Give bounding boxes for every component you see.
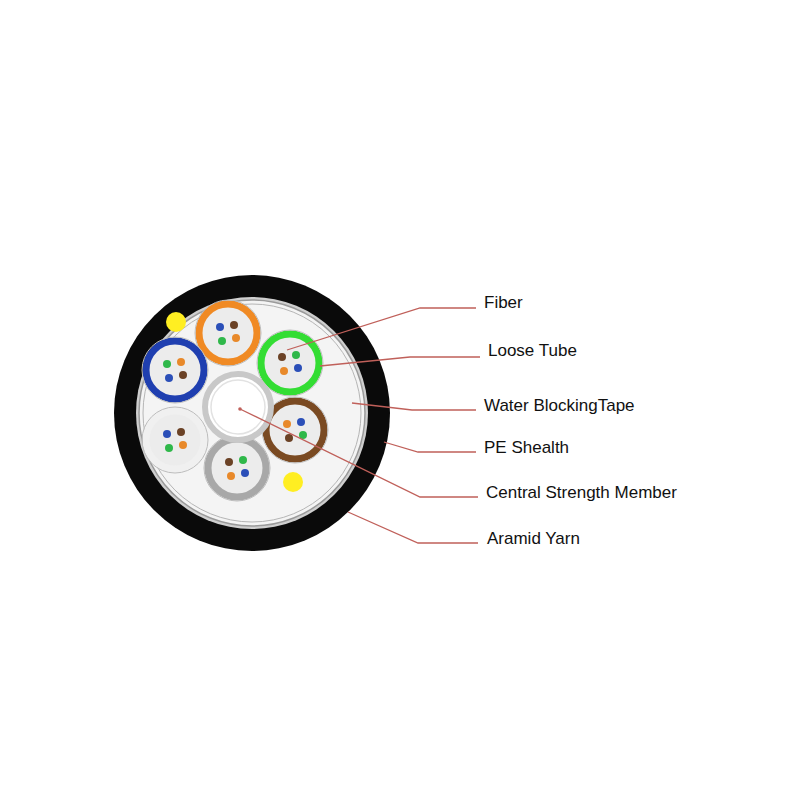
fiber <box>283 420 291 428</box>
csm-inner-ring <box>211 380 265 434</box>
tube-wall <box>208 439 266 497</box>
filler <box>283 472 303 492</box>
loose-tube <box>142 407 208 473</box>
leader-line <box>348 512 478 543</box>
leader-line <box>240 409 478 497</box>
fiber <box>278 353 286 361</box>
leader-line <box>352 403 476 410</box>
fiber <box>179 371 187 379</box>
fiber <box>163 430 171 438</box>
fiber <box>294 364 302 372</box>
fiber <box>163 360 171 368</box>
tube-outline <box>204 435 270 501</box>
fiber <box>216 323 224 331</box>
fiber <box>218 337 226 345</box>
central-strength-member <box>205 374 271 440</box>
part-label: Aramid Yarn <box>487 529 580 549</box>
water-blocking-tape <box>139 300 365 526</box>
tube-wall <box>146 341 204 399</box>
fiber <box>230 321 238 329</box>
fiber <box>177 428 185 436</box>
leader-line <box>287 308 476 350</box>
tube-wall <box>266 401 324 459</box>
part-label: Fiber <box>484 293 523 313</box>
leader-dot <box>238 407 242 411</box>
loose-tubes <box>142 300 328 501</box>
aramid-yarn-layer <box>136 297 368 529</box>
part-label: PE Shealth <box>484 438 569 458</box>
fiber <box>165 444 173 452</box>
loose-tube <box>142 337 208 403</box>
fiber <box>297 418 305 426</box>
tube-outline <box>142 407 208 473</box>
filler <box>166 312 186 332</box>
fiber <box>165 374 173 382</box>
tube-outline <box>142 337 208 403</box>
fiber <box>285 434 293 442</box>
fiber <box>179 441 187 449</box>
part-label: Central Strength Member <box>486 483 677 503</box>
fiber <box>225 458 233 466</box>
fiber <box>227 472 235 480</box>
leader-lines <box>240 308 480 543</box>
fiber <box>232 334 240 342</box>
leader-line <box>384 442 476 452</box>
pe-sheath <box>114 275 390 551</box>
fiber <box>241 469 249 477</box>
part-label: Loose Tube <box>488 341 577 361</box>
loose-tube <box>204 435 270 501</box>
tube-wall <box>146 411 204 469</box>
leader-line <box>320 357 480 366</box>
fiber <box>239 456 247 464</box>
fiber <box>292 351 300 359</box>
tube-wall <box>199 304 257 362</box>
fiber <box>177 358 185 366</box>
part-label: Water BlockingTape <box>484 396 635 416</box>
fiber <box>280 367 288 375</box>
